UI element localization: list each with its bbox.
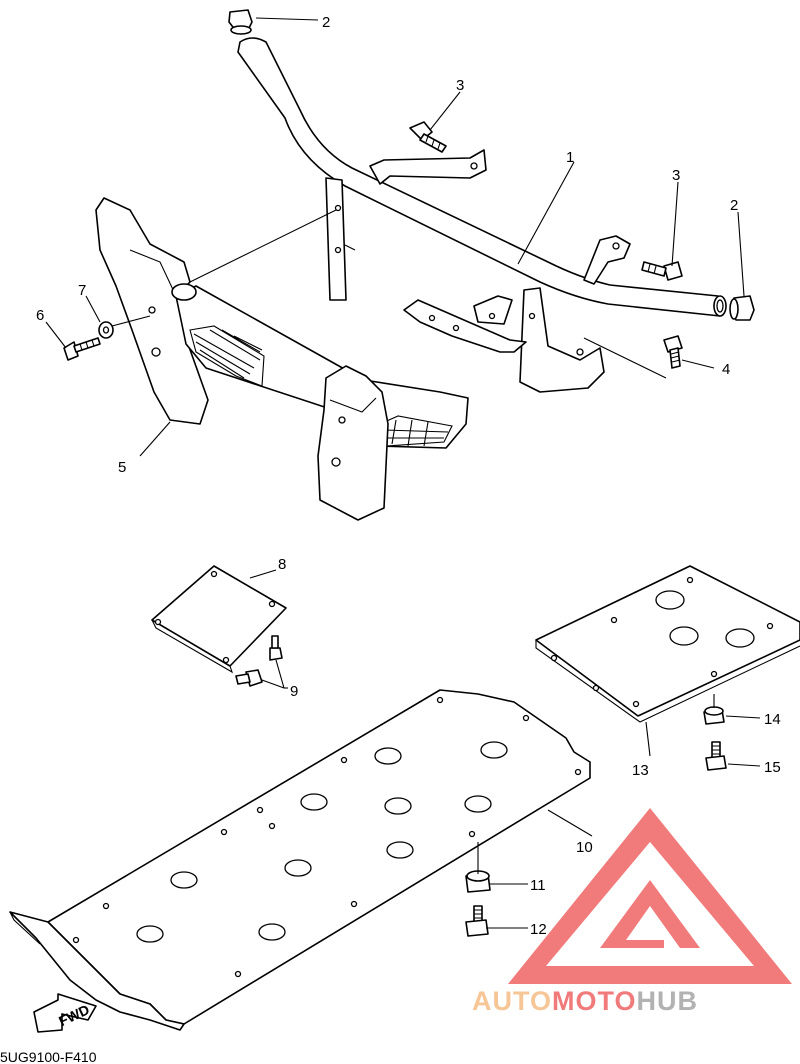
callout-12: 12 [530, 921, 547, 938]
bolt-3a [409, 121, 447, 153]
bracket-upper [369, 149, 487, 185]
callout-3-upper: 3 [456, 77, 464, 94]
callout-2-top: 2 [322, 14, 330, 31]
grill-mesh [189, 325, 453, 447]
callout-13: 13 [632, 762, 649, 779]
bolt-3b [641, 261, 683, 281]
skid-plate-10 [9, 689, 591, 1031]
automotohub-watermark-logo: AUTOMOTOHUB [472, 808, 792, 1016]
callout-2-right: 2 [730, 197, 738, 214]
bumper-loop-right [519, 287, 605, 393]
bolt-12 [465, 905, 489, 937]
watermark-hub: HUB [637, 986, 699, 1016]
watermark-auto: AUTO [472, 986, 552, 1016]
callout-8: 8 [278, 556, 286, 573]
watermark-moto: MOTO [552, 986, 637, 1016]
mount-plate [403, 295, 527, 353]
cap-plug-top [228, 9, 253, 35]
plate-13 [535, 565, 800, 723]
callout-9: 9 [290, 683, 298, 700]
svg-text:AUTOMOTOHUB: AUTOMOTOHUB [472, 986, 698, 1016]
callout-10: 10 [576, 839, 593, 856]
bolt-9-pair [235, 635, 283, 687]
bumper-loop-left [325, 177, 356, 301]
callout-14: 14 [764, 711, 781, 728]
bolt-15 [705, 741, 727, 771]
diagram-code: 5UG9100-F410 [0, 1049, 97, 1064]
washer-7 [98, 321, 114, 339]
callout-7: 7 [78, 282, 86, 299]
fwd-arrow-icon [33, 993, 97, 1033]
callout-1: 1 [566, 149, 574, 166]
bracket-right [583, 235, 631, 285]
callout-4: 4 [722, 361, 730, 378]
cap-plug-right [729, 295, 755, 321]
screw-6 [63, 337, 101, 361]
front-guard [95, 197, 469, 521]
bumper-tube [237, 37, 727, 317]
grommet-11 [465, 870, 491, 893]
callout-6: 6 [36, 307, 44, 324]
callout-3-right: 3 [672, 167, 680, 184]
leader-lines [45, 17, 761, 929]
bolt-4 [663, 335, 683, 369]
callout-15: 15 [764, 759, 781, 776]
grommet-14 [703, 706, 725, 725]
callout-5: 5 [118, 459, 126, 476]
plate-8 [151, 565, 287, 674]
callout-11: 11 [530, 877, 546, 894]
callout-numbers: 2 3 1 3 2 4 7 6 5 8 9 14 13 15 10 11 12 [36, 14, 781, 938]
